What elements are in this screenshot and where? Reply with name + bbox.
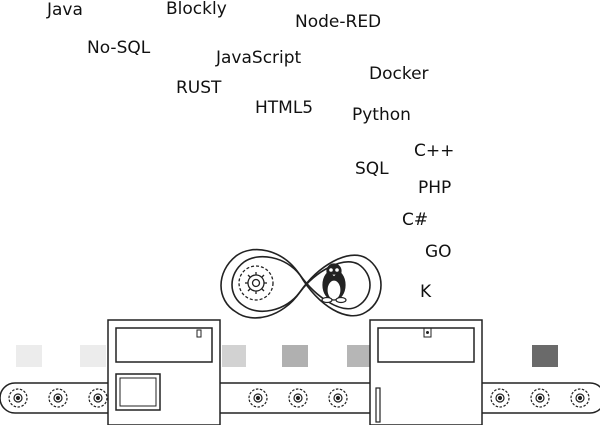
machine-left-indicator: [196, 329, 202, 338]
block-5: [282, 345, 308, 367]
word-csharp: C#: [402, 210, 429, 230]
roller-8: [530, 388, 550, 408]
word-python: Python: [352, 105, 411, 125]
block-2: [80, 345, 106, 367]
roller-6: [328, 388, 348, 408]
word-java: Java: [47, 0, 83, 20]
word-sql: SQL: [355, 159, 389, 179]
roller-9: [570, 388, 590, 408]
machine-left-window: [115, 327, 213, 363]
machine-right: [369, 319, 483, 425]
roller-3: [88, 388, 108, 408]
block-6: [347, 345, 373, 367]
word-cpp: C++: [414, 141, 455, 161]
machine-left-screen: [115, 373, 161, 411]
roller-4: [248, 388, 268, 408]
word-docker: Docker: [369, 64, 429, 84]
machine-right-indicator: [423, 327, 432, 338]
word-rust: RUST: [176, 78, 222, 98]
word-go: GO: [425, 242, 452, 262]
machine-right-handle: [375, 387, 381, 423]
gear-icon: [238, 265, 274, 301]
word-no-sql: No-SQL: [87, 38, 151, 58]
roller-7: [490, 388, 510, 408]
word-node-red: Node-RED: [295, 12, 382, 32]
machine-right-window: [377, 327, 475, 363]
roller-1: [8, 388, 28, 408]
word-javascript: JavaScript: [216, 48, 302, 68]
block-8: [532, 345, 558, 367]
roller-5: [288, 388, 308, 408]
block-1: [16, 345, 42, 367]
word-php: PHP: [418, 178, 452, 198]
roller-2: [48, 388, 68, 408]
tux-penguin-icon: [321, 263, 347, 304]
word-html5: HTML5: [255, 98, 314, 118]
word-blockly: Blockly: [166, 0, 227, 19]
word-k: K: [420, 282, 432, 302]
block-4: [222, 345, 246, 367]
conveyor-rollers: [8, 388, 590, 408]
infinity-loop-logo: [220, 248, 382, 319]
machine-left: [107, 319, 221, 425]
